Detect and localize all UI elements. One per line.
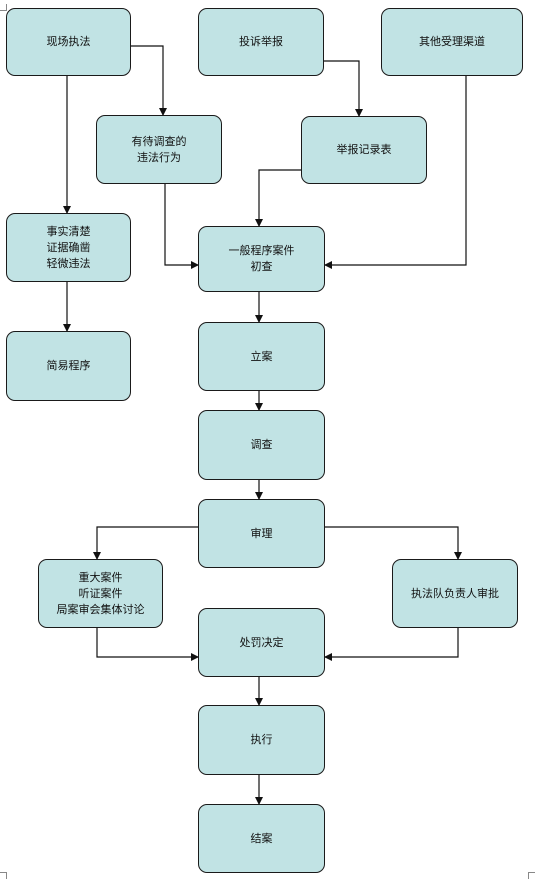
node-execution: 执行: [198, 705, 325, 775]
edge-approval-to-decision: [324, 628, 459, 661]
node-general-procedure: 一般程序案件 初查: [198, 226, 325, 292]
node-text: 轻微违法: [46, 256, 91, 270]
node-review: 审理: [198, 499, 325, 568]
node-text: 投诉举报: [239, 35, 283, 48]
node-text: 证据确凿: [46, 240, 91, 254]
node-case-closed: 结案: [198, 804, 325, 873]
node-text: 执行: [250, 733, 273, 746]
edge-complaint-to-report-record: [324, 60, 363, 117]
node-text: 结案: [250, 831, 273, 845]
node-penalty-decision: 处罚决定: [198, 608, 325, 677]
node-clear-facts: 事实清楚 证据确凿 轻微违法: [6, 213, 131, 282]
node-text: 立案: [250, 349, 273, 363]
node-report-record: 举报记录表: [301, 116, 427, 184]
node-text: 有待调查的: [131, 134, 187, 148]
node-text: 处罚决定: [239, 635, 284, 649]
page-corner-mark-bottom-right: [528, 872, 535, 879]
edge-review-to-approval: [325, 526, 462, 560]
node-text: 重大案件: [78, 570, 123, 584]
node-filing: 立案: [198, 322, 325, 391]
node-text: 执法队负责人审批: [411, 586, 499, 600]
edge-pending-to-general: [164, 184, 199, 269]
node-text: 违法行为: [137, 150, 181, 164]
node-text: 举报记录表: [336, 143, 392, 156]
node-text: 审理: [250, 526, 273, 540]
node-investigation: 调查: [198, 410, 325, 480]
node-on-site-enforcement: 现场执法: [6, 8, 131, 76]
node-text: 调查: [250, 438, 273, 451]
page-corner-mark-top-left: [0, 4, 7, 11]
node-simple-procedure: 简易程序: [6, 331, 131, 401]
node-text: 其他受理渠道: [419, 35, 485, 48]
edge-report-record-to-general: [255, 169, 301, 227]
node-text: 简易程序: [46, 359, 91, 372]
edge-on-site-to-pending: [131, 45, 167, 116]
node-complaint-report: 投诉举报: [198, 8, 324, 76]
node-team-leader-approval: 执法队负责人审批: [392, 559, 518, 628]
node-major-cases: 重大案件 听证案件 局案审会集体讨论: [38, 559, 163, 628]
edge-other-channels-to-general: [324, 76, 467, 269]
node-pending-investigation: 有待调查的 违法行为: [96, 115, 222, 184]
node-text: 现场执法: [46, 35, 91, 48]
node-other-channels: 其他受理渠道: [381, 8, 523, 76]
node-text: 局案审会集体讨论: [56, 602, 145, 616]
node-text: 初查: [250, 260, 273, 273]
edge-major-cases-to-decision: [96, 628, 199, 661]
page-corner-mark-bottom-left: [0, 872, 7, 879]
node-text: 一般程序案件: [228, 244, 295, 257]
node-text: 事实清楚: [46, 224, 91, 238]
node-text: 听证案件: [78, 586, 123, 600]
edge-review-to-major-cases: [93, 526, 198, 560]
